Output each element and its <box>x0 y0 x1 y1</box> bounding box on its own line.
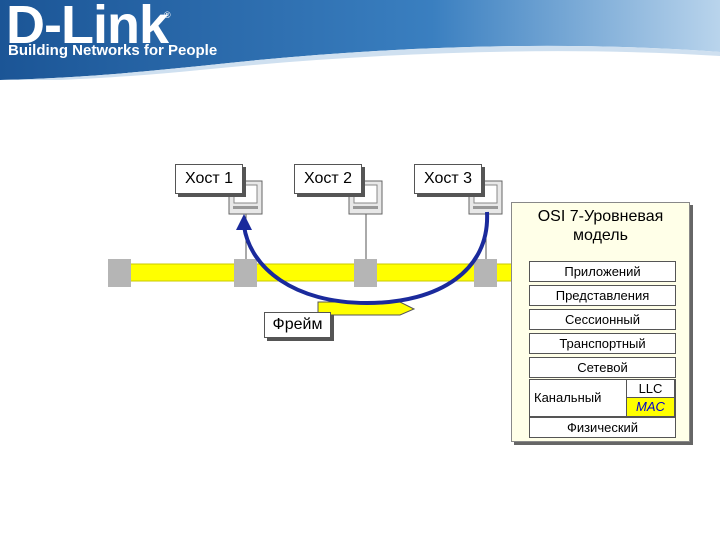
host-label-3: Хост 3 <box>414 164 482 194</box>
bus-tap-node-1 <box>234 259 257 287</box>
logo: D-Link <box>6 0 169 55</box>
bus-terminator-node <box>108 259 131 287</box>
header-swoosh <box>0 0 720 82</box>
host-label-2: Хост 2 <box>294 164 362 194</box>
bus-tap-node-3 <box>474 259 497 287</box>
data-link-label: Канальный <box>534 390 602 405</box>
computer-icon-1 <box>228 180 263 215</box>
header-banner: D-Link ® Building Networks for People <box>0 0 720 82</box>
osi-layer-physical: Физический <box>529 417 676 438</box>
frame-label: Фрейм <box>264 312 331 338</box>
osi-layer-application: Приложений <box>529 261 676 282</box>
bus-tap-node-2 <box>354 259 377 287</box>
llc-sublayer: LLC <box>626 379 675 398</box>
transmission-arc <box>242 211 490 306</box>
osi-model-panel: OSI 7-Уровневая модель Приложений Предст… <box>511 202 690 442</box>
arrowhead-icon <box>236 214 252 230</box>
network-bus <box>108 264 513 281</box>
mac-sublayer: MAC <box>626 397 675 417</box>
osi-layer-network: Сетевой <box>529 357 676 378</box>
host-label-1: Хост 1 <box>175 164 243 194</box>
osi-layer-presentation: Представления <box>529 285 676 306</box>
osi-layer-data-link: Канальный LLC MAC <box>529 379 676 417</box>
osi-title: OSI 7-Уровневая модель <box>537 208 664 244</box>
osi-layer-transport: Транспортный <box>529 333 676 354</box>
registered-mark: ® <box>164 10 171 20</box>
osi-layer-session: Сессионный <box>529 309 676 330</box>
logo-tagline: Building Networks for People <box>8 42 218 59</box>
